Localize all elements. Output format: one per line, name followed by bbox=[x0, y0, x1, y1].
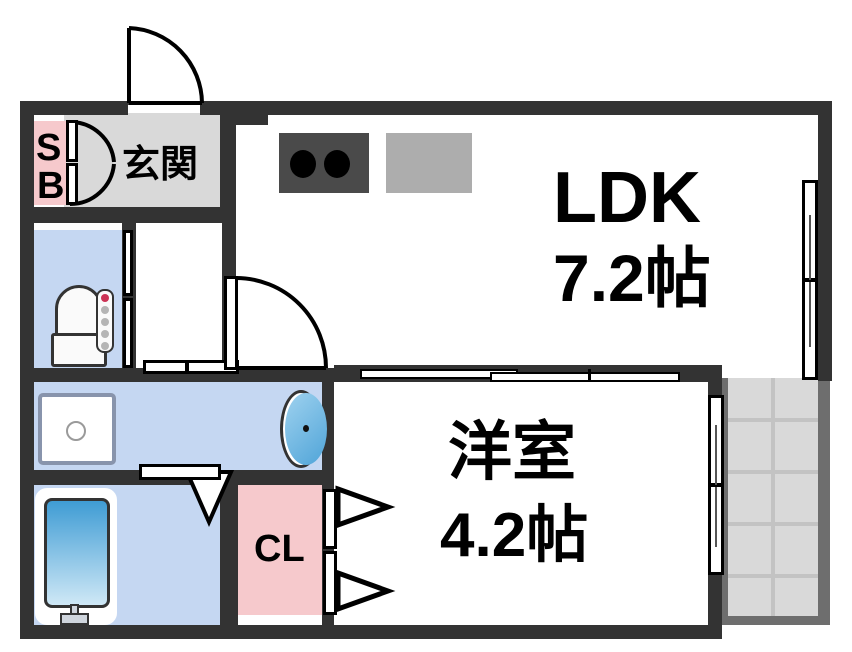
ldk-size-label: 7.2帖 bbox=[553, 241, 711, 315]
kitchen-counter-icon bbox=[386, 133, 472, 193]
wall-bottom-outer bbox=[20, 625, 722, 639]
wall-kitchen-stub bbox=[236, 113, 268, 125]
toilet-icon bbox=[55, 285, 103, 341]
toilet-sliding-door[interactable] bbox=[123, 230, 133, 296]
wall-washroom-top bbox=[34, 368, 334, 382]
toilet-sliding-door-2[interactable] bbox=[123, 298, 133, 368]
balcony-grout-h3 bbox=[728, 522, 818, 526]
toilet-panel-button-red bbox=[101, 294, 109, 302]
shoe-box-area bbox=[32, 121, 66, 205]
bedroom-size-label: 4.2帖 bbox=[440, 501, 589, 570]
toilet-panel-button-1 bbox=[101, 306, 109, 314]
closet-folding-door-icon-bottom[interactable] bbox=[335, 569, 396, 613]
hall-door-leaf[interactable] bbox=[224, 276, 238, 370]
ldk-bedroom-partition-right[interactable] bbox=[490, 372, 680, 382]
shoebox-label-b: B bbox=[37, 165, 65, 207]
wall-entrance-right bbox=[220, 101, 236, 221]
wall-bath-closet-divider bbox=[220, 470, 238, 639]
shoebox-door-slot-upper[interactable] bbox=[66, 120, 78, 162]
stove-burner-left bbox=[290, 150, 316, 178]
wall-top-right bbox=[200, 101, 832, 115]
bathtub-basin bbox=[44, 498, 110, 608]
toilet-panel-button-4 bbox=[101, 342, 109, 350]
closet-folding-door-icon-top[interactable] bbox=[335, 485, 396, 529]
ldk-window-sash-1 bbox=[809, 215, 811, 280]
stove-burner-right bbox=[324, 150, 350, 178]
closet-floor bbox=[238, 485, 322, 615]
entrance-hall-floor bbox=[64, 113, 220, 213]
wall-right-outer bbox=[818, 101, 832, 381]
closet-door-panel-top[interactable] bbox=[323, 489, 337, 549]
ldk-bedroom-partition-mid bbox=[588, 369, 591, 382]
wall-top-left bbox=[20, 101, 128, 115]
balcony-grout-h4 bbox=[728, 574, 818, 578]
wall-bedroom-left bbox=[322, 382, 334, 478]
wash-basin-drain bbox=[303, 425, 309, 432]
hall-door-swing-icon[interactable] bbox=[232, 276, 330, 372]
shoebox-label-s: S bbox=[36, 127, 62, 169]
balcony-grout-h2 bbox=[728, 470, 818, 474]
ldk-window-mullion bbox=[802, 278, 818, 282]
bath-door-frame[interactable] bbox=[139, 464, 221, 480]
closet-label: CL bbox=[254, 528, 305, 570]
wall-left-outer bbox=[20, 101, 34, 639]
balcony-window-sash-1 bbox=[715, 425, 717, 485]
bathtub-faucet-base bbox=[60, 613, 89, 625]
balcony-window-mullion bbox=[708, 483, 724, 487]
washroom-doorway-divider bbox=[185, 360, 189, 374]
balcony-window-sash-2 bbox=[715, 487, 717, 547]
ldk-window-sash-2 bbox=[809, 282, 811, 347]
balcony-grout-h1 bbox=[728, 418, 818, 422]
shoebox-door-slot-lower[interactable] bbox=[66, 163, 78, 205]
front-door-swing-icon[interactable] bbox=[126, 25, 206, 107]
ldk-label: LDK bbox=[553, 158, 701, 238]
toilet-panel-button-2 bbox=[101, 318, 109, 326]
washing-machine-drum bbox=[66, 421, 86, 441]
bedroom-label: 洋室 bbox=[448, 416, 576, 488]
closet-door-panel-bottom[interactable] bbox=[323, 551, 337, 615]
bedroom-floor bbox=[334, 382, 706, 625]
toilet-panel-button-3 bbox=[101, 330, 109, 338]
inner-hall-floor bbox=[136, 223, 222, 371]
wall-entrance-bottom bbox=[34, 207, 236, 223]
entrance-label: 玄関 bbox=[122, 144, 199, 186]
balcony-grout-v bbox=[771, 378, 775, 616]
